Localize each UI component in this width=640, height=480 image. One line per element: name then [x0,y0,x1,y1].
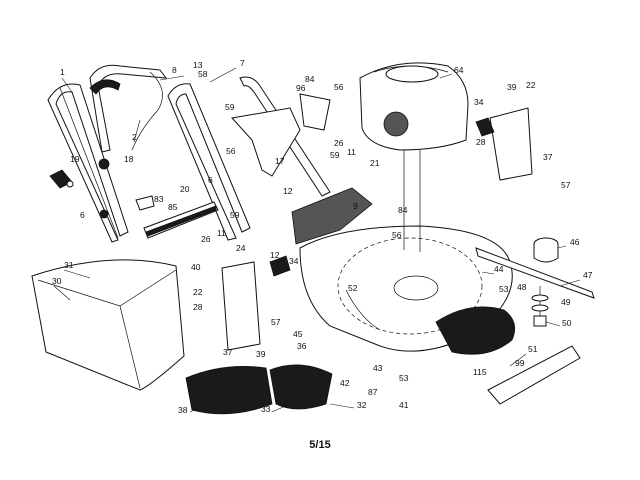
height-adjust-bracket-left [221,255,291,351]
grass-bag [31,259,185,391]
part-callout-43: 43 [373,363,383,373]
part-callout-52: 52 [348,283,358,293]
part-callout-34: 34 [289,256,299,266]
part-callout-20: 20 [180,184,190,194]
part-callout-56: 56 [392,230,402,240]
part-callout-57: 57 [561,180,571,190]
rear-skirt [487,345,581,405]
part-callout-59: 59 [230,210,240,220]
blade-bolt-stack [531,286,549,327]
part-callout-39: 39 [507,82,517,92]
part-callout-84: 84 [398,205,408,215]
part-callout-39: 39 [256,349,266,359]
engine [359,62,469,252]
part-callout-56: 56 [334,82,344,92]
handle-panel [231,107,301,177]
part-callout-59: 59 [330,150,340,160]
part-callout-49: 49 [561,297,571,307]
rear-cover [291,187,373,245]
part-callout-96: 96 [296,83,306,93]
part-callout-2: 2 [132,132,137,142]
middle-handle [167,83,251,241]
part-callout-12: 12 [283,186,293,196]
part-callout-28: 28 [476,137,486,147]
part-callout-58: 58 [198,69,208,79]
part-callout-32: 32 [357,400,367,410]
part-callout-22: 22 [526,80,536,90]
part-callout-1: 1 [60,67,65,77]
part-callout-30: 30 [52,276,62,286]
handle-bolt [99,209,109,219]
part-callout-50: 50 [562,318,572,328]
part-callout-47: 47 [583,270,593,280]
part-callout-17: 17 [275,156,285,166]
part-callout-28: 28 [193,302,203,312]
part-callout-11: 11 [347,147,356,157]
part-callout-26: 26 [201,234,211,244]
part-callout-42: 42 [340,378,350,388]
part-callout-44: 44 [494,264,504,274]
part-callout-11: 11 [217,228,226,238]
part-callout-38: 38 [178,405,188,415]
handle-knob-right [98,158,110,170]
part-callout-6: 6 [208,175,213,185]
part-callout-64: 64 [454,65,464,75]
handle-knob-left [49,169,74,189]
part-callout-34: 34 [474,97,484,107]
part-callout-18: 18 [124,154,134,164]
part-callout-13: 13 [193,60,203,70]
lower-handle [47,83,129,243]
part-callout-6: 6 [80,210,85,220]
mulch-plug-cover [435,306,516,355]
part-callout-59: 59 [225,102,235,112]
part-callout-36: 36 [297,341,307,351]
handle-bracket-panel [299,93,331,131]
rear-flap-20 [143,201,219,239]
part-callout-7: 7 [240,58,245,68]
part-callout-48: 48 [517,282,527,292]
part-callout-33: 33 [261,404,271,414]
control-cable [131,71,163,151]
part-callout-41: 41 [399,400,409,410]
part-callout-12: 12 [270,250,280,260]
part-callout-57: 57 [271,317,281,327]
leader-lines [53,67,581,413]
part-callout-24: 24 [236,243,246,253]
part-callout-40: 40 [191,262,201,272]
part-callout-45: 45 [293,329,303,339]
part-callout-46: 46 [570,237,580,247]
part-callout-8: 8 [172,65,177,75]
part-callout-87: 87 [368,387,378,397]
bracket-83 [135,195,155,211]
page-number: 5/15 [309,439,331,451]
part-callout-51: 51 [528,344,538,354]
part-callout-21: 21 [370,158,380,168]
part-callout-22: 22 [193,287,203,297]
part-callout-26: 26 [334,138,344,148]
part-callout-83: 83 [154,194,164,204]
part-callout-19: 19 [70,154,80,164]
part-callout-37: 37 [223,347,233,357]
part-callout-31: 31 [64,260,74,270]
upper-handle [89,64,168,153]
part-callout-56: 56 [226,146,236,156]
part-callout-37: 37 [543,152,553,162]
discharge-door [269,364,333,410]
part-callout-84: 84 [305,74,315,84]
part-callout-9: 9 [353,201,358,211]
part-callout-85: 85 [168,202,178,212]
height-adjust-bracket-right [475,107,533,181]
part-callout-115: 115 [473,367,487,377]
part-callout-99: 99 [515,358,525,368]
part-callout-53: 53 [399,373,409,383]
blade [475,247,595,299]
discharge-chute [185,365,273,415]
part-callout-53: 53 [499,284,509,294]
blade-adapter [533,237,559,263]
